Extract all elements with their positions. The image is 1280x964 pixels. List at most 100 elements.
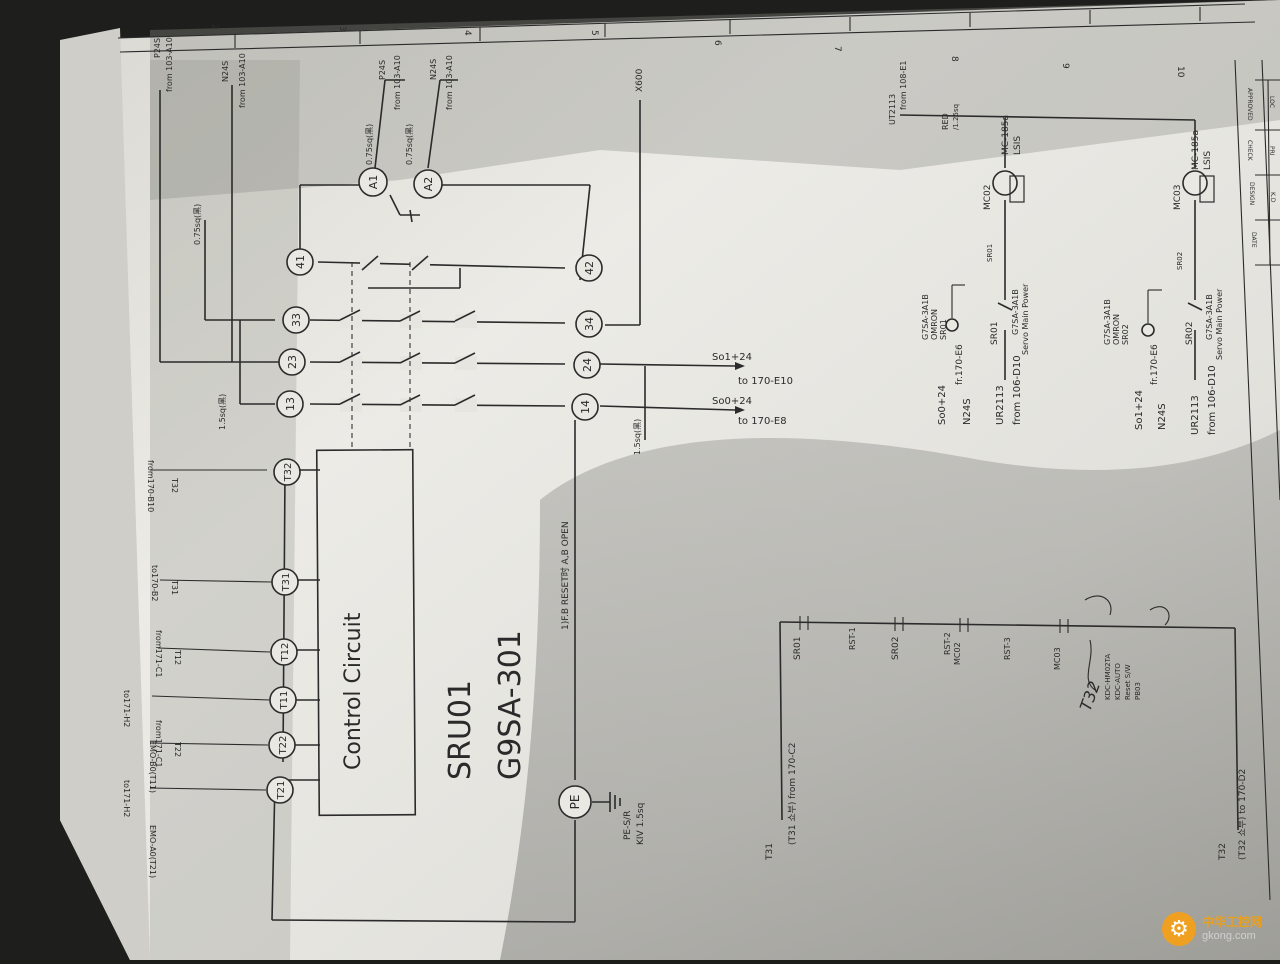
column-ticks (234, 7, 1201, 48)
lbl-so1: So1+24 (712, 352, 752, 363)
lbl-from171-c1b: from171-C1 (154, 630, 163, 677)
r-fr170-e6b: fr.170-E6 (1150, 344, 1160, 385)
r-sr01-a: SR01 (939, 319, 948, 340)
r-lsis-a: LSIS (1013, 136, 1023, 155)
watermark: ⚙ 中华工控网 gkong.com (1161, 912, 1262, 946)
col-7: 7 (832, 46, 842, 52)
ld-sr02: SR02 (891, 637, 901, 660)
r-so0b: So0+24 (937, 385, 948, 425)
svg-text:T22: T22 (278, 736, 289, 756)
col-10: 10 (1175, 66, 1185, 78)
r-n24s-c: N24S (962, 398, 973, 425)
terminal-41: 41 (286, 248, 314, 276)
relay-model: G9SA-301 (493, 630, 528, 780)
svg-text:A1: A1 (367, 175, 380, 190)
terminal-24: 24 (573, 351, 601, 379)
lbl-t22: T22 (173, 741, 182, 757)
r-red: RED (941, 113, 950, 130)
svg-text:A2: A2 (422, 177, 435, 192)
terminal-pe: PE (558, 785, 592, 819)
ld-pb03: PB03 (1134, 682, 1142, 700)
col-3: 3 (337, 26, 347, 32)
lbl-x600: X600 (635, 68, 645, 92)
arrow-so0 (735, 406, 745, 414)
r-lsis-b: LSIS (1203, 151, 1213, 170)
svg-text:14: 14 (579, 400, 592, 414)
ld-rst1: RST-1 (848, 627, 857, 650)
terminal-a1: A1 (358, 167, 388, 197)
svg-text:23: 23 (286, 355, 299, 369)
terminal-t31: T31 (271, 568, 299, 596)
watermark-site: gkong.com (1201, 929, 1256, 942)
r-g7sa-b: G7SA-3A1B (1011, 289, 1020, 335)
col-8: 8 (949, 56, 959, 62)
shadow-top (150, 0, 1280, 200)
ld-t31-from: (T31 쇼부) from 170-C2 (787, 743, 798, 846)
r-n24s-d: N24S (1157, 403, 1168, 430)
r-from106-a: from 106-D10 (1012, 355, 1023, 425)
lbl-t12: T12 (173, 649, 182, 665)
lbl-w075b: 0.75sq(黑) (365, 124, 374, 165)
ld-t32: T32 (1218, 843, 1228, 861)
relay-name: SRU01 (443, 680, 478, 780)
terminal-14: 14 (571, 393, 599, 421)
r-mc02: MC02 (983, 184, 993, 210)
contacts (339, 255, 477, 412)
tb-kd: K.D (1269, 192, 1276, 203)
terminal-33: 33 (282, 306, 310, 334)
ld-mc02: MC02 (953, 642, 962, 665)
lbl-from103-a10c: from 103-A10 (393, 55, 402, 110)
lbl-emo-a21: EMO-A0(T21) (148, 825, 157, 878)
reset-ladder (779, 616, 1239, 831)
arrow-so1 (735, 362, 745, 370)
tb-approved: APPROVED (1246, 88, 1253, 121)
lbl-to170-b2: to170-B2 (150, 565, 159, 601)
svg-text:41: 41 (294, 255, 307, 269)
lbl-from103-a10b: from 103-A10 (238, 53, 247, 108)
tb-loc: LOC (1268, 96, 1275, 108)
control-circuit-box (315, 448, 417, 817)
lbl-to170-e8: to 170-E8 (738, 416, 787, 427)
lbl-from170-b10: from170-B10 (146, 460, 155, 512)
lbl-kiv: KIV 1.5sq (636, 803, 646, 845)
lbl-to171-h2b: to171-H2 (122, 690, 131, 727)
lbl-p24s: P24S (153, 38, 162, 58)
r-so1b: So1+24 (1134, 390, 1145, 430)
r-mc185a: MC-185a (1001, 115, 1011, 155)
r-ut2113: UT2113 (888, 94, 897, 125)
tb-design: DESIGN (1248, 182, 1255, 205)
ld-kdc: KDC-HM02TA (1104, 654, 1112, 700)
svg-text:34: 34 (583, 317, 596, 331)
lbl-p24s-b: P24S (378, 60, 387, 80)
col-4: 4 (462, 30, 472, 36)
r-w125: /1.25sq (952, 104, 960, 130)
lbl-n24s: N24S (221, 61, 230, 82)
r-ur2113-b: UR2113 (1190, 395, 1201, 435)
svg-text:33: 33 (290, 313, 303, 327)
ld-mc03: MC03 (1053, 647, 1062, 670)
lbl-w15b: 1.5sq(黑) (633, 419, 642, 455)
ld-t31: T31 (765, 843, 775, 861)
lbl-from171-c1a: from171-C1 (154, 720, 163, 767)
terminal-a2: A2 (413, 169, 443, 199)
r-from108: from 108-E1 (899, 61, 908, 110)
r-ur2113-a: UR2113 (995, 385, 1006, 425)
col-2: 2 (209, 24, 219, 30)
control-circuit-label: Control Circuit (341, 612, 366, 770)
svg-text:T12: T12 (280, 643, 291, 663)
r-servo-b: Servo Main Power (1215, 288, 1224, 360)
terminal-t11: T11 (269, 686, 297, 714)
lbl-so0: So0+24 (712, 396, 752, 407)
lbl-t32: T32 (170, 477, 179, 493)
ld-rst2: RST-2 (943, 632, 952, 655)
r-sr02-b: SR02 (1185, 322, 1195, 345)
svg-text:T31: T31 (281, 573, 292, 593)
shadow-bottom (500, 430, 1280, 960)
r-sr01-sig: SR01 (986, 244, 994, 262)
page-edge-left (60, 28, 150, 960)
svg-text:PE: PE (568, 795, 582, 810)
lbl-from103-a10d: from 103-A10 (445, 55, 454, 110)
terminal-t21: T21 (266, 776, 294, 804)
col-5: 5 (589, 30, 599, 36)
